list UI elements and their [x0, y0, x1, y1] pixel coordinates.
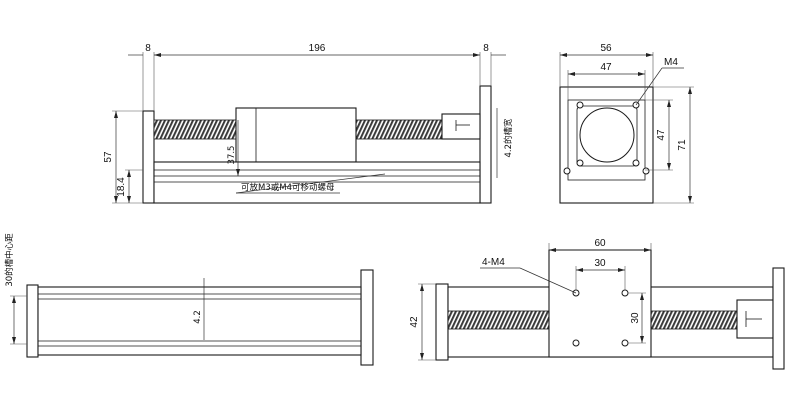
dim-carriage-width: 60: [594, 238, 606, 249]
top-view: 60 30 30 42 4-M4: [409, 238, 785, 370]
slot-width-note: 4.2的槽宽: [503, 118, 514, 158]
top-carriage: [548, 249, 652, 358]
bottom-rail: [37, 286, 362, 356]
nut-note: 可放M3或M4可移动螺母: [241, 182, 334, 193]
bottom-right-plate: [360, 269, 374, 366]
bottom-view: 4.2 30的槽中心距: [4, 233, 374, 366]
bottom-left-plate: [26, 284, 39, 358]
dim-end-width: 56: [600, 43, 612, 54]
dim-top-pitch-v: 30: [630, 312, 641, 324]
dim-total-length: 196: [309, 43, 326, 54]
top-left-plate: [435, 283, 449, 361]
mount-hole: [576, 101, 584, 109]
dim-top-height: 42: [409, 316, 420, 328]
top-right-plate: [772, 267, 785, 370]
dim-end-height: 71: [677, 139, 688, 151]
thread-callout: M4: [664, 57, 678, 68]
dim-screw-axis: 37.5: [227, 146, 237, 165]
dim-end-left: 8: [145, 43, 151, 54]
right-end-plate: [479, 85, 492, 204]
dim-base-height: 18.4: [116, 177, 127, 197]
dim-hole-pitch-v: 47: [656, 129, 667, 141]
top-screw-left: [447, 310, 550, 330]
dim-slot-width: 4.2: [193, 310, 203, 324]
motor-flange: [567, 99, 646, 181]
left-end-plate: [142, 110, 155, 204]
top-screw-right: [650, 310, 738, 330]
dim-hole-pitch-h: 47: [600, 62, 612, 73]
end-view: 56 47 M4 47 71: [559, 43, 694, 204]
dim-top-pitch-h: 30: [594, 258, 606, 269]
dim-slot-center: 30的槽中心距: [4, 233, 15, 287]
dim-height: 57: [103, 151, 114, 163]
top-thread-callout: 4-M4: [482, 257, 505, 268]
coupling: [441, 113, 481, 140]
side-view: 196 8 8 57 18.4 37.5 4.2的槽宽 可放M3或M4可移动螺母: [103, 43, 514, 204]
dim-end-right: 8: [483, 43, 489, 54]
carriage-block: [235, 107, 357, 163]
